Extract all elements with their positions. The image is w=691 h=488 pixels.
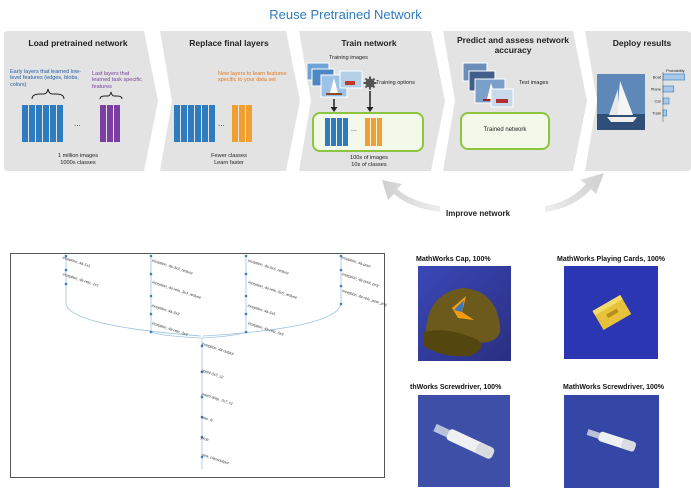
prediction-title: MathWorks Cap, 100% [416, 256, 491, 263]
prediction-title: MathWorks Playing Cards, 100% [557, 256, 666, 263]
improve-network-label: Improve network [446, 209, 511, 218]
stage-title: Load pretrained network [28, 38, 128, 48]
stage-predict-assess: Predict and assess network accuracy Test… [443, 31, 587, 171]
replace-caption-1: Fewer classes [211, 153, 247, 159]
probability-label: Probability [666, 68, 685, 73]
training-images-label: Training images [329, 55, 368, 61]
layer-graph-panel: inception_4a-1x1 inception_4a-relu_1x1 i… [10, 253, 387, 478]
early-layers-text: Early layers that learned low-level feat… [10, 69, 81, 88]
stage-title: Replace final layers [189, 38, 269, 48]
deploy-illustration [597, 74, 645, 130]
probability-bar-label: Boat [653, 75, 662, 80]
last-layers-text: Last layers that learned task specific f… [92, 71, 142, 90]
training-images-stack [306, 62, 363, 98]
probability-bar-label: Train [652, 111, 661, 116]
probability-bar-label: Plane [651, 87, 662, 92]
stage-replace-final-layers: Replace final layers New layers to learn… [160, 31, 300, 171]
load-caption-2: 1000s classes [60, 160, 96, 166]
ellipsis: ... [74, 119, 81, 128]
layer-blocks [174, 105, 252, 142]
layer-graph-edges [64, 254, 343, 469]
train-illustration [306, 62, 424, 152]
prediction-photo-cards [564, 266, 658, 359]
last-layers-brace [99, 91, 123, 100]
workflow-title: Reuse Pretrained Network [269, 7, 422, 22]
predict-illustration [460, 62, 550, 150]
prediction-title: MathWorks Screwdriver, 100% [563, 384, 665, 391]
gear-icon [363, 76, 377, 90]
prediction-photo-screwdriver-2 [564, 395, 659, 488]
stage-title: Deploy results [612, 38, 672, 48]
early-layers-brace [31, 88, 65, 100]
probability-bar-label: Car [655, 99, 662, 104]
layer-blocks [22, 88, 123, 142]
trained-network-label: Trained network [483, 127, 527, 133]
stage-load-pretrained: Load pretrained network Early layers tha… [4, 31, 158, 171]
training-options-label: Training options [376, 80, 415, 86]
improve-arrow-right [545, 173, 604, 212]
prediction-photo-cap [418, 266, 511, 361]
replace-caption-2: Learn faster [214, 160, 244, 166]
new-layers-text: New layers to learn features specific to… [218, 71, 287, 84]
prediction-photo-screwdriver-1 [418, 395, 510, 487]
stage-train-network: Train network Training images Training o… [299, 31, 445, 171]
deploy-photo [597, 74, 645, 130]
prediction-title: thWorks Screwdriver, 100% [410, 384, 502, 391]
test-images-label: Test images [519, 80, 549, 86]
stage-title: Train network [341, 38, 397, 48]
ellipsis: ... [218, 119, 225, 128]
improve-loop-arrows [382, 173, 604, 212]
train-caption-1: 100s of images [350, 155, 388, 161]
test-images-stack [462, 62, 514, 108]
stage-title: Predict and assess network accuracy [457, 35, 569, 55]
ellipsis: ... [351, 126, 357, 133]
train-caption-2: 10s of classes [351, 162, 387, 168]
trained-network-box [460, 112, 550, 150]
improve-arrow-left [382, 180, 440, 212]
load-caption-1: 1 million images [57, 153, 99, 159]
